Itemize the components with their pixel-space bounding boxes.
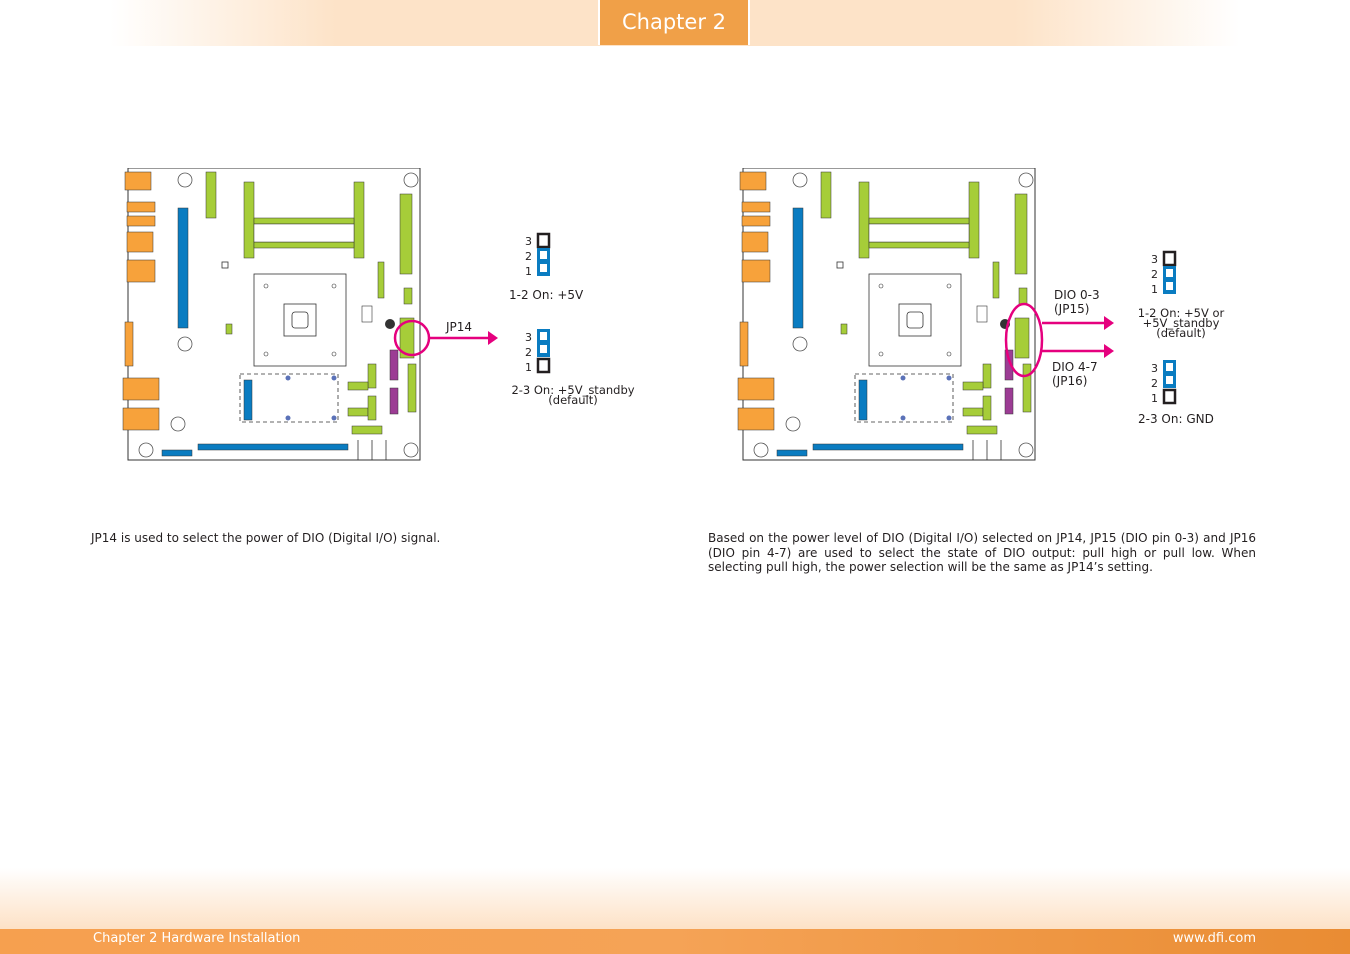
option-1-2: 1-2 On: +5V or +5V_standby (default) [1137,306,1225,340]
pin-1: 1 [525,265,532,278]
motherboard-diagram-right [737,168,1036,461]
pin-2: 2 [1151,377,1158,390]
pin-2: 2 [525,250,532,263]
jp14-highlight [393,319,498,357]
dio03-label: DIO 0-3 (JP15) [1054,288,1100,316]
motherboard-diagram-left [122,168,421,461]
jp14-description: JP14 is used to select the power of DIO … [91,531,441,545]
pin-3: 3 [525,235,532,248]
jumper-23-on-icon [1162,360,1177,405]
pin-2: 2 [525,346,532,359]
dio47-label: DIO 4-7 (JP16) [1052,360,1098,388]
option-2-3: 2-3 On: +5V_standby (default) [511,383,635,407]
jumper-23-on-icon [536,329,551,374]
pin-1: 1 [1151,392,1158,405]
pin-2: 2 [1151,268,1158,281]
jumper-12-on-icon [536,232,551,276]
pin-3: 3 [1151,362,1158,375]
footer-chapter-title: Chapter 2 Hardware Installation [93,931,301,946]
pin-1: 1 [1151,283,1158,296]
jp14-label: JP14 [446,320,473,334]
chapter-tab: Chapter 2 [598,0,750,45]
jumper-12-on-icon [1162,250,1177,294]
footer-bar [0,929,1350,954]
pin-3: 3 [525,331,532,344]
pin-1: 1 [525,361,532,374]
footer-band [0,868,1350,930]
pin-3: 3 [1151,253,1158,266]
jp15-jp16-highlight [1004,302,1114,378]
footer-website-link[interactable]: www.dfi.com [1172,931,1256,946]
jp15-jp16-description: Based on the power level of DIO (Digital… [708,531,1256,574]
option-2-3: 2-3 On: GND [1138,412,1214,426]
option-1-2: 1-2 On: +5V [509,288,584,302]
